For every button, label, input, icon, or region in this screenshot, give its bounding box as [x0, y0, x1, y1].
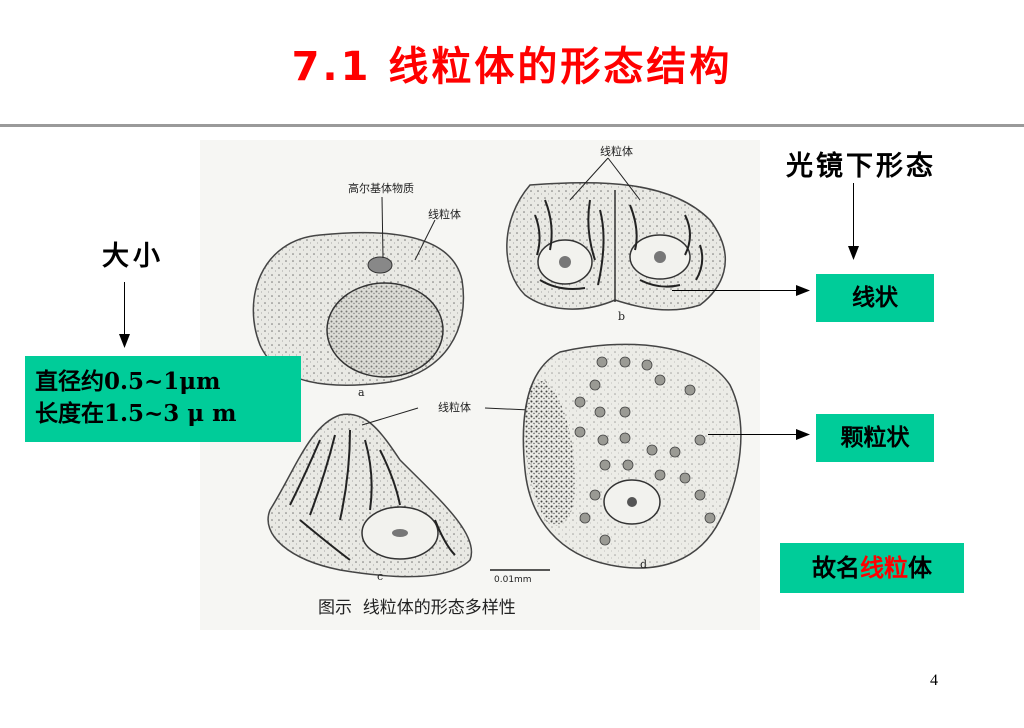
threadlike-arrow: [672, 290, 800, 291]
figure-caption: 图示 线粒体的形态多样性: [318, 598, 516, 618]
threadlike-box: 线状: [816, 274, 934, 322]
scale-bar-label: 0.01mm: [494, 575, 532, 585]
size-info-box: 直径约0.5~1μm 长度在1.5~3 μ m: [25, 356, 301, 442]
granular-arrow: [708, 434, 800, 435]
label-mito-cd: 线粒体: [438, 400, 471, 414]
length-text: 长度在1.5~3 μ m: [35, 400, 237, 427]
naming-suffix: 体: [908, 553, 932, 582]
title-divider: [0, 124, 1024, 127]
light-micro-arrow-head: [848, 246, 859, 260]
page-number: 4: [930, 672, 938, 689]
panel-label-c: c: [377, 570, 383, 583]
panel-label-b: b: [618, 310, 625, 323]
cell-d: [522, 343, 742, 569]
cell-b: [506, 157, 727, 311]
size-arrow-head: [119, 334, 130, 348]
label-mito-a: 线粒体: [428, 207, 461, 221]
label-golgi: 高尔基体物质: [348, 181, 414, 195]
naming-highlight: 线粒: [860, 553, 908, 582]
label-mito-b: 线粒体: [600, 144, 633, 158]
threadlike-arrow-head: [796, 285, 810, 296]
panel-label-a: a: [358, 386, 365, 399]
cell-a: [252, 196, 465, 386]
light-microscope-heading: 光镜下形态: [786, 151, 936, 182]
naming-box: 故名线粒体: [780, 543, 964, 593]
naming-prefix: 故名: [812, 553, 860, 582]
granular-arrow-head: [796, 429, 810, 440]
diameter-text: 直径约0.5~1μm: [35, 368, 221, 395]
panel-label-d: d: [640, 558, 647, 571]
granular-box: 颗粒状: [816, 414, 934, 462]
mitochondria-figure: 高尔基体物质 线粒体 线粒体 线粒体 a b c d 0.01mm 图示 线粒体…: [200, 140, 760, 630]
size-heading: 大小: [102, 241, 164, 272]
slide-title: 7.1 线粒体的形态结构: [291, 44, 733, 90]
size-arrow: [124, 282, 125, 338]
cell-c: [267, 407, 531, 578]
light-micro-arrow: [853, 183, 854, 249]
mitochondria-illustration: 高尔基体物质 线粒体 线粒体 线粒体 a b c d 0.01mm 图示 线粒体…: [252, 144, 742, 618]
